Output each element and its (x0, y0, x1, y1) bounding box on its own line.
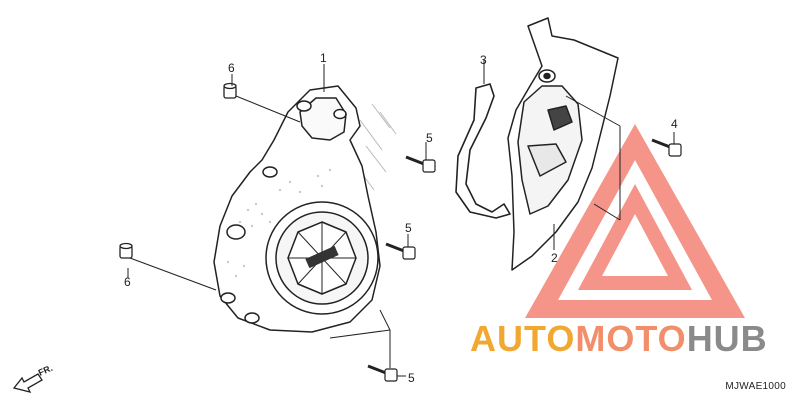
leader-lines (127, 60, 675, 377)
callout-5-lower: 5 (408, 371, 415, 385)
front-label: FR. (37, 363, 54, 378)
callout-6-lower: 6 (124, 275, 131, 289)
callout-5-middle: 5 (405, 221, 412, 235)
dowel-collar-lower (119, 242, 133, 259)
brand-part-auto: AUTO (470, 318, 576, 359)
bolt-sprocket-cover (651, 138, 682, 157)
callout-1: 1 (320, 51, 327, 65)
front-arrow-icon (12, 373, 43, 393)
dowel-collar-upper (223, 82, 237, 99)
watermark-triangle-logo (525, 124, 745, 318)
cover-texture (226, 168, 332, 278)
watermark-brand-text: AUTOMOTOHUB (470, 318, 768, 360)
brand-part-hub: HUB (686, 318, 768, 359)
callout-2: 2 (551, 251, 558, 265)
bolt-upper (405, 155, 436, 173)
cover-gasket (455, 83, 511, 219)
callout-6-upper: 6 (228, 61, 235, 75)
callout-5-upper: 5 (426, 131, 433, 145)
sprocket-cover (507, 17, 619, 271)
bolt-middle (385, 242, 416, 260)
bolt-lower (367, 364, 398, 382)
generator-cap (265, 201, 379, 315)
diagram-code: MJWAE1000 (725, 381, 786, 392)
brand-part-moto: MOTO (575, 318, 687, 359)
callout-4: 4 (671, 117, 678, 131)
callout-3: 3 (480, 53, 487, 67)
